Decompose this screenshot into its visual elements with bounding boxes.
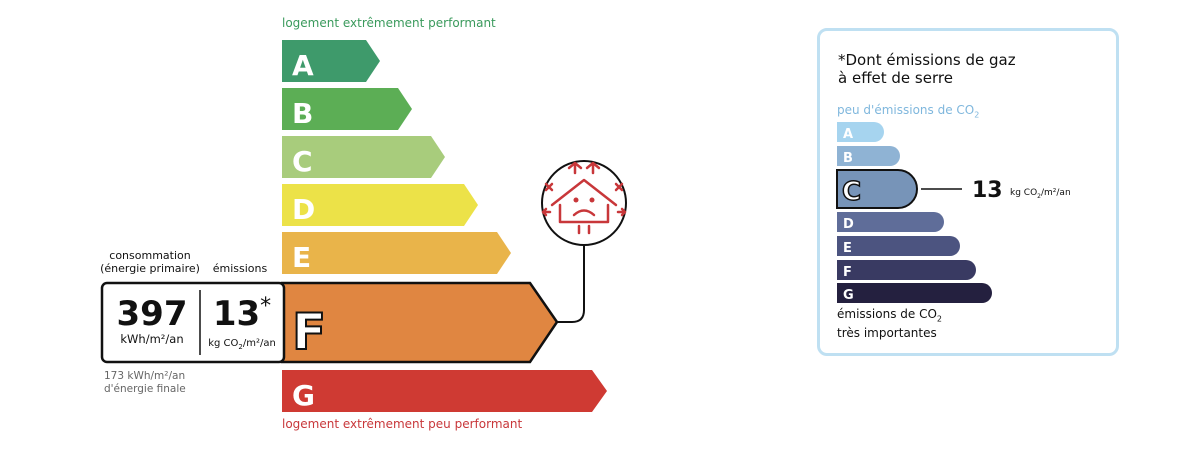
energy-bar-a: A — [282, 40, 380, 82]
sad-house-thermal-loss-icon — [541, 160, 627, 246]
energy-letter-c: C — [292, 145, 313, 178]
energy-letter-d: D — [292, 193, 315, 226]
ges-bar-b: B — [837, 146, 900, 166]
consumption-value-block: 397 kWh/m²/an — [104, 296, 200, 346]
energy-letter-e: E — [292, 241, 311, 274]
energy-letter-f: F — [292, 303, 326, 361]
energy-letter-b: B — [292, 97, 313, 130]
emissions-unit: kg CO2/m²/an — [208, 338, 276, 351]
ges-bar-d: D — [837, 212, 944, 232]
bottom-caption: logement extrêmement peu performant — [282, 417, 523, 431]
ges-letter-g: G — [843, 288, 854, 303]
energy-letter-g: G — [292, 379, 315, 412]
ges-title: *Dont émissions de gaz à effet de serre — [838, 51, 1016, 87]
ges-panel — [817, 28, 1119, 356]
final-energy: 173 kWh/m²/an d'énergie finale — [104, 370, 186, 395]
emissions-star: * — [260, 294, 272, 319]
ges-bar-c-current: C — [836, 169, 918, 209]
ges-bar-e: E — [837, 236, 960, 256]
ges-high-label: émissions de CO2 très importantes — [837, 307, 942, 341]
emissions-label: émissions — [212, 262, 268, 275]
consumption-unit: kWh/m²/an — [120, 332, 184, 346]
energy-letter-a: A — [292, 49, 314, 82]
consumption-label: consommation (énergie primaire) — [100, 249, 200, 275]
ges-letter-e: E — [843, 241, 852, 256]
energy-bar-d: D — [282, 184, 478, 226]
emissions-value: 13 — [212, 294, 261, 334]
ges-letter-c: C — [842, 177, 861, 207]
ges-letter-f: F — [843, 265, 852, 280]
energy-bar-c: C — [282, 136, 445, 178]
top-caption: logement extrêmement performant — [282, 16, 496, 30]
ges-bar-f: F — [837, 260, 976, 280]
ges-value: 13 — [972, 178, 1003, 203]
energy-bar-b: B — [282, 88, 412, 130]
energy-bar-f-current: F — [280, 281, 559, 364]
consumption-value: 397 — [116, 294, 188, 334]
ges-bar-a: A — [837, 122, 884, 142]
values-box — [100, 281, 286, 364]
energy-bar-e: E — [282, 232, 511, 274]
ges-unit: kg CO2/m²/an — [1010, 188, 1071, 200]
ges-letter-b: B — [843, 151, 853, 166]
ges-letter-a: A — [843, 127, 853, 142]
energy-bar-g: G — [282, 370, 607, 412]
icon-connector — [557, 243, 585, 323]
ges-bar-g: G — [837, 283, 992, 303]
ges-low-label: peu d'émissions de CO2 — [837, 103, 980, 120]
emissions-value-block: 13* kg CO2/m²/an — [201, 294, 283, 352]
ges-letter-d: D — [843, 217, 854, 232]
